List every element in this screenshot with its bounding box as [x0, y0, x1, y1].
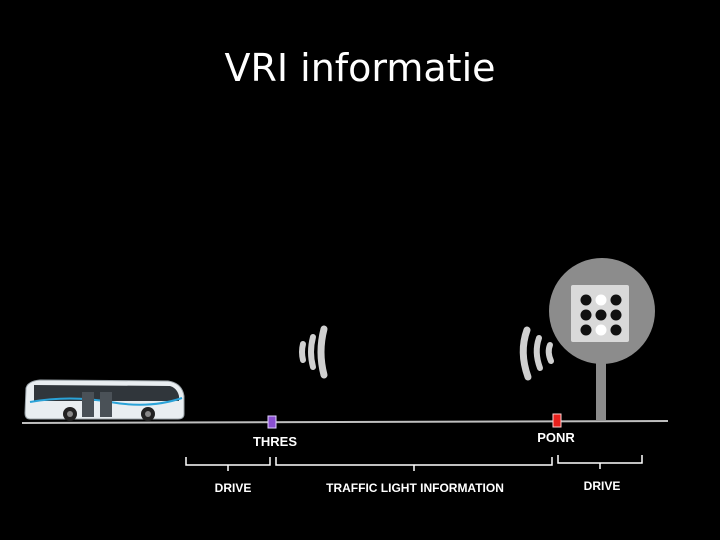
radio-waves-icon — [519, 326, 554, 381]
traffic-light-sign-icon — [549, 258, 655, 420]
ponr-marker — [552, 413, 562, 428]
bus-icon — [24, 379, 185, 421]
brace-drive-2 — [557, 455, 643, 469]
road-line — [21, 420, 669, 424]
phase-label-drive-2: DRIVE — [583, 479, 621, 493]
phase-label-traffic-light-information: TRAFFIC LIGHT INFORMATION — [326, 481, 504, 495]
ponr-label: PONR — [537, 430, 575, 445]
slide-title: VRI informatie — [224, 46, 496, 90]
brace-traffic-light-information — [275, 457, 553, 471]
thres-marker — [267, 415, 277, 429]
brace-drive-1 — [185, 457, 271, 471]
phase-label-drive-1: DRIVE — [214, 481, 252, 495]
radio-waves-icon — [299, 325, 328, 379]
thres-label: THRES — [252, 434, 298, 449]
